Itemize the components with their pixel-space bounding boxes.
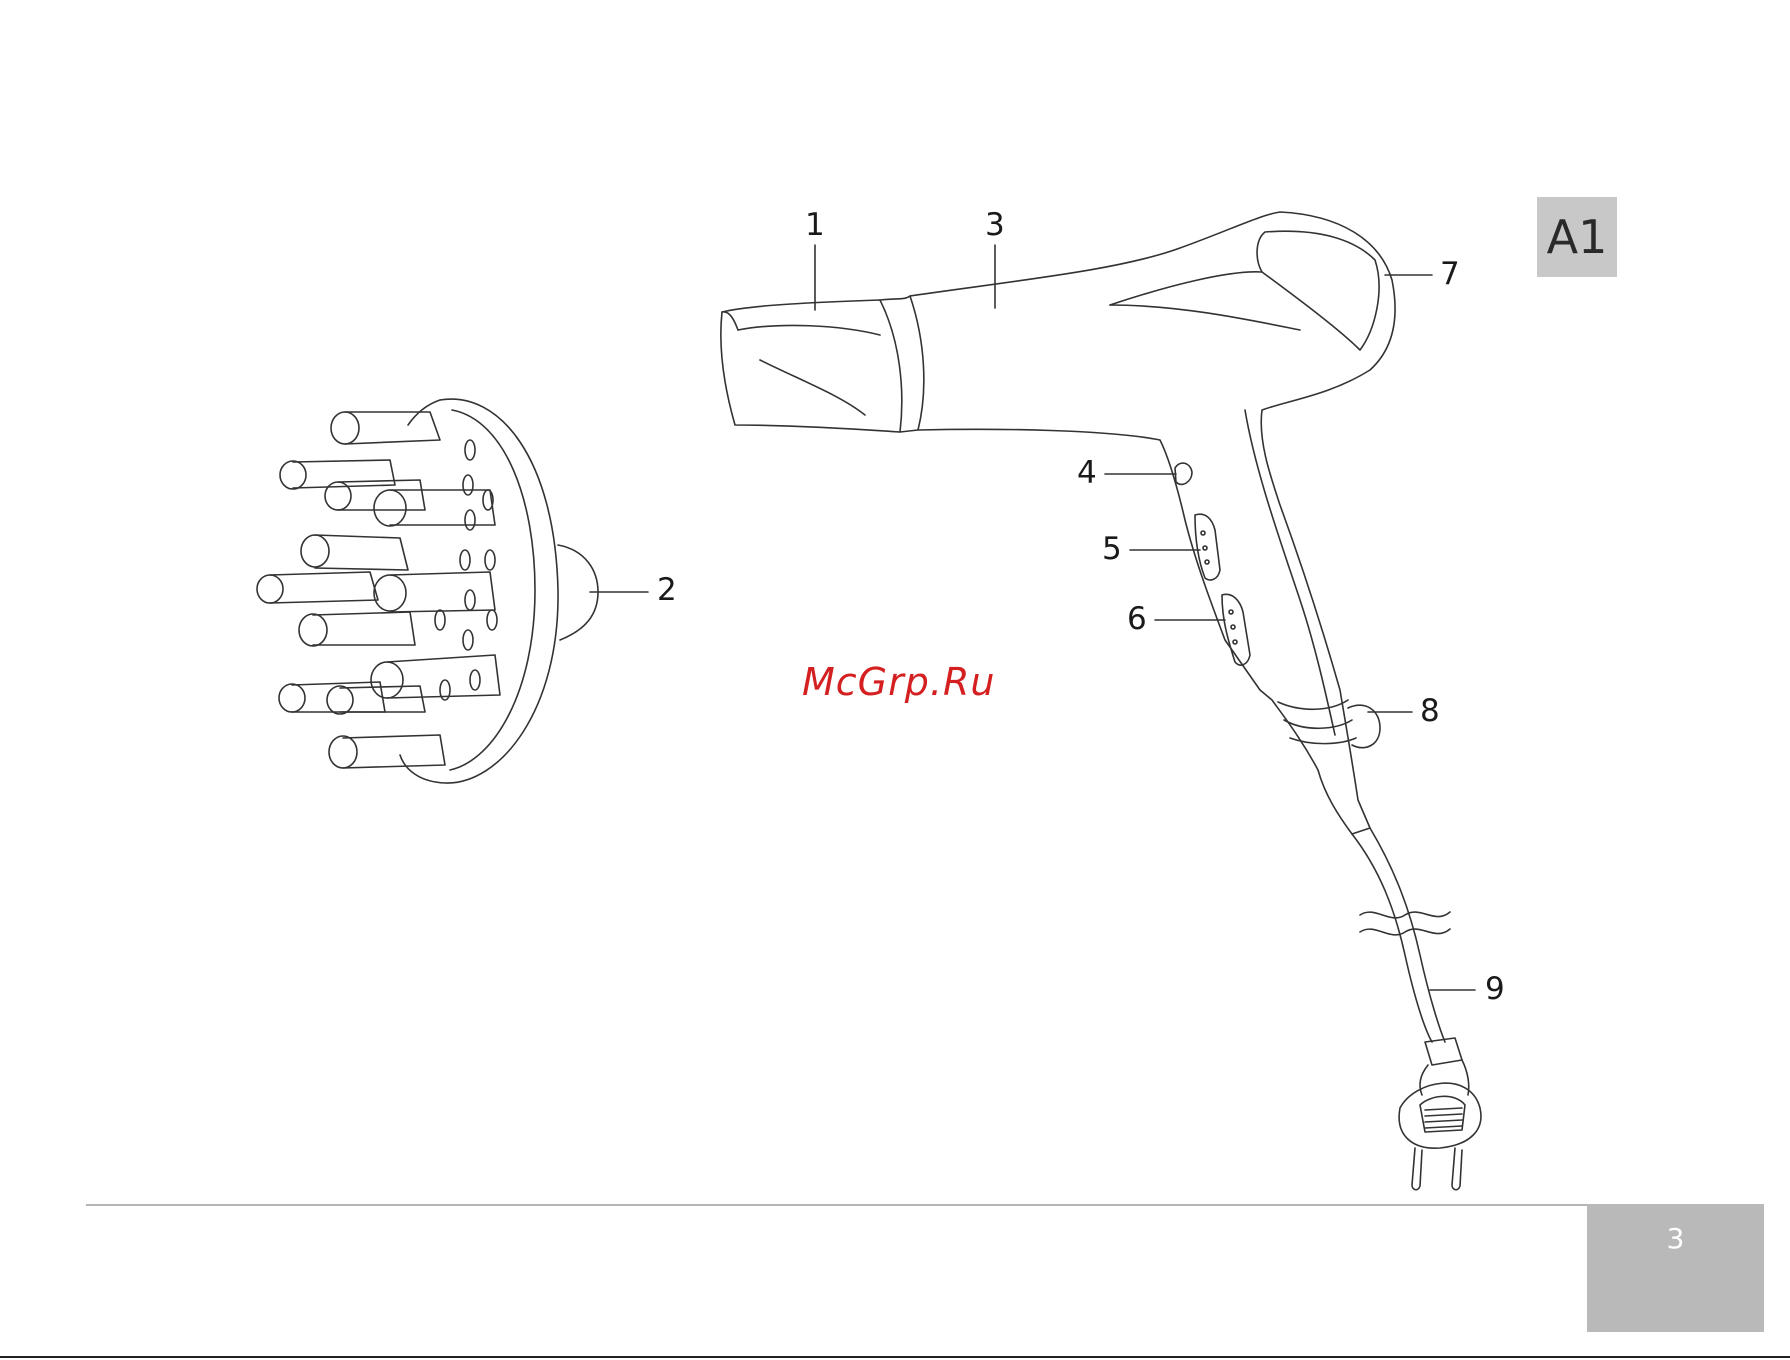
dryer-body: [910, 212, 1395, 834]
concentrator-nozzle: [721, 300, 902, 432]
callout-1: 1: [805, 210, 825, 241]
cool-shot-button: [1175, 463, 1192, 484]
hair-dryer: [721, 212, 1395, 834]
callout-4: 4: [1077, 458, 1097, 489]
rear-air-intake: [1257, 231, 1379, 350]
power-plug: [1399, 1038, 1481, 1190]
section-tab: A1: [1537, 197, 1617, 277]
diffuser-attachment: [257, 399, 598, 783]
callout-8: 8: [1420, 696, 1440, 727]
footer-divider: [86, 1204, 1587, 1206]
callout-9: 9: [1485, 974, 1505, 1005]
callout-5: 5: [1102, 534, 1122, 565]
watermark-text: McGrp.Ru: [802, 660, 995, 704]
diffuser-fingers: [257, 412, 500, 768]
callout-2: 2: [657, 575, 677, 606]
callout-3: 3: [985, 210, 1005, 241]
page-number: 3: [1587, 1204, 1764, 1332]
power-cord: [1352, 828, 1481, 1190]
callout-6: 6: [1127, 604, 1147, 635]
callout-7: 7: [1440, 259, 1460, 290]
bottom-border: [0, 1356, 1790, 1358]
diffuser-vent-holes: [435, 440, 497, 700]
